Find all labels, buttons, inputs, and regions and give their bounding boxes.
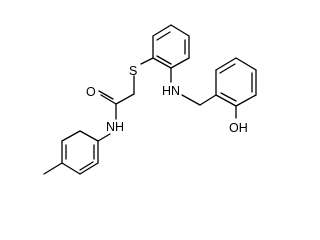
- amine-hn-label: HN: [162, 84, 180, 98]
- hydroxyphenyl-ring: [215, 57, 257, 107]
- structure-canvas: O S NH HN OH: [43, 24, 257, 175]
- molecule-drawing: O S NH HN OH: [43, 24, 257, 175]
- n-aryl-bond: [97, 133, 111, 142]
- thioaryl-ring: [152, 24, 190, 69]
- tolyl-ring: [61, 130, 99, 175]
- carbonyl-oxygen-label: O: [86, 85, 96, 99]
- nh-ch2-bonds: [181, 94, 217, 106]
- amide-nh-label: NH: [106, 120, 124, 134]
- amide-bonds: [98, 90, 135, 120]
- ch2-s-bond: [133, 57, 154, 95]
- methyl-bond: [43, 162, 63, 175]
- sulfur-label: S: [129, 64, 137, 78]
- hydroxyl-label: OH: [229, 121, 248, 135]
